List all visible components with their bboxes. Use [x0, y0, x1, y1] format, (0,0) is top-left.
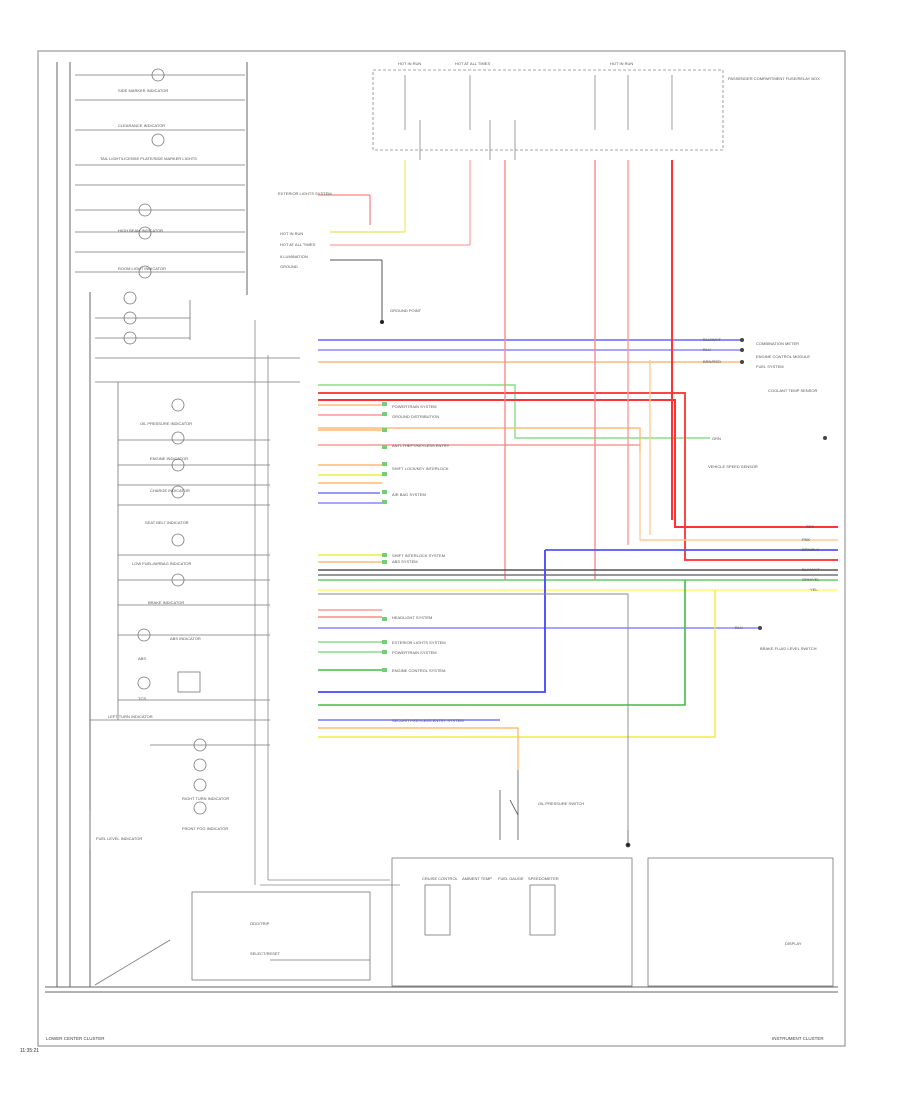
mid-system-2: ANTI-THEFT/KEYLESS ENTRY: [392, 443, 450, 448]
mid-system-1: GROUND DISTRIBUTION: [392, 414, 439, 419]
mid-system-8: EXTERIOR LIGHTS SYSTEM: [392, 640, 446, 645]
mid-system-11: SECURITY/KEYLESS ENTRY SYSTEM: [392, 718, 464, 723]
wire-code-10: BLU: [735, 625, 743, 630]
left-label-7: OIL PRESSURE INDICATOR: [140, 421, 192, 426]
right-label-0: COMBINATION METER: [756, 341, 799, 346]
wire-code-9: YEL: [810, 587, 818, 592]
mid-indicator-group: [95, 291, 300, 383]
wire-traces: [318, 160, 838, 830]
left-label-12: BRAKE INDICATOR: [148, 600, 184, 605]
left-label-2: TAIL LIGHT/LICENSE PLATE/SIDE MARKER LIG…: [100, 156, 197, 161]
left-label-0: SIDE MARKER INDICATOR: [118, 88, 168, 93]
fuse-label-2: HOT AT ALL TIMES: [455, 61, 490, 66]
pin-stubs: [318, 404, 382, 671]
box-label-3: CRUISE CONTROL: [422, 876, 459, 881]
fuse-label-1: HOT IN RUN: [398, 61, 421, 66]
wire-code-4: RED: [806, 524, 815, 529]
signal-label-hot-run: HOT IN RUN: [280, 231, 303, 236]
box-label-1: ODO/TRIP: [250, 921, 270, 926]
fuse-box: [372, 69, 724, 160]
footer-left: LOWER CENTER CLUSTER: [46, 1036, 105, 1041]
left-label-1: CLEARANCE INDICATOR: [118, 123, 165, 128]
right-label-5: BRAKE FLUID LEVEL SWITCH: [760, 646, 817, 651]
left-label-18: FRONT FOG INDICATOR: [182, 826, 228, 831]
left-label-14: ABS: [138, 656, 146, 661]
mid-system-4: AIR BAG SYSTEM: [392, 492, 426, 497]
left-label-10: SEAT BELT INDICATOR: [145, 520, 189, 525]
outer-frame: [37, 50, 846, 1047]
ground-point-label: GROUND POINT: [390, 308, 422, 313]
signal-block: [318, 160, 471, 322]
wire-code-7: BLK/WHT: [802, 567, 820, 572]
cluster-connector: [254, 320, 400, 886]
box-label-6: SPEEDOMETER: [528, 876, 559, 881]
mid-markers: [382, 402, 387, 672]
left-label-4: HIGH BEAM INDICATOR: [118, 228, 163, 233]
left-label-9: CHARGE INDICATOR: [150, 488, 190, 493]
left-label-8: ENGINE INDICATOR: [150, 456, 188, 461]
top-indicator-group: [75, 68, 245, 279]
box-label-2: SELECT/RESET: [250, 951, 281, 956]
signal-label-hot-all: HOT AT ALL TIMES: [280, 242, 315, 247]
junction-box-label: PASSENGER COMPARTMENT FUSE/RELAY BOX: [728, 76, 820, 81]
signal-label-ground: GROUND: [280, 264, 298, 269]
right-label-2: FUEL SYSTEM: [756, 364, 784, 369]
mid-system-9: POWERTRAIN SYSTEM: [392, 650, 437, 655]
left-label-6: ROOM LIGHT INDICATOR: [118, 266, 166, 271]
left-label-19: FUEL LEVEL INDICATOR: [96, 836, 142, 841]
signal-label-illum: ILLUMINATION: [280, 254, 308, 259]
box-label-4: AMBIENT TEMP: [462, 876, 492, 881]
box-label-5: FUEL GAUGE: [498, 876, 524, 881]
wire-code-1: BLU: [703, 347, 711, 352]
left-label-11: LOW FUEL/AIRBAG INDICATOR: [132, 561, 192, 566]
left-bus: [45, 62, 838, 993]
mid-system-3: SHIFT LOCK/KEY INTERLOCK: [392, 466, 449, 471]
right-label-4: VEHICLE SPEED SENSOR: [708, 464, 758, 469]
wire-code-5: PNK: [802, 537, 811, 542]
wire-code-6: BRN/BLK: [802, 547, 819, 552]
wire-code-2: BRN/RED: [703, 359, 721, 364]
mid-system-6: ABS SYSTEM: [392, 559, 418, 564]
wire-code-8: GRN/YEL: [802, 577, 820, 582]
right-label-1: ENGINE CONTROL MODULE: [756, 354, 810, 359]
left-label-17: RIGHT TURN INDICATOR: [182, 796, 229, 801]
left-label-15: TCS: [138, 696, 146, 701]
bottom-section: [94, 857, 834, 987]
corner-label: 11:35:21: [20, 1048, 39, 1054]
wire-code-0: BLU/WHT: [703, 337, 722, 342]
oil-switch-label: OIL PRESSURE SWITCH: [538, 801, 584, 806]
left-label-16: LEFT TURN INDICATOR: [108, 714, 153, 719]
oil-pressure-switch: [499, 770, 631, 848]
footer-right: INSTRUMENT CLUSTER: [772, 1036, 824, 1041]
mid-system-10: ENGINE CONTROL SYSTEM: [392, 668, 445, 673]
lower-indicator-group: [89, 382, 270, 850]
ground-dot: [380, 320, 384, 324]
wire-code-3: GRN: [712, 436, 721, 441]
right-connector-dots: [740, 338, 827, 630]
right-label-3: COOLANT TEMP SENSOR: [768, 388, 817, 393]
fuse-label-3: HOT IN RUN: [610, 61, 633, 66]
mid-system-5: SHIFT INTERLOCK SYSTEM: [392, 553, 445, 558]
box-label-7: DISPLAY: [785, 941, 802, 946]
mid-system-0: POWERTRAIN SYSTEM: [392, 404, 437, 409]
signal-label-exterior: EXTERIOR LIGHTS SYSTEM: [278, 191, 332, 196]
mid-system-7: HEADLIGHT SYSTEM: [392, 615, 432, 620]
left-label-13: ABS INDICATOR: [170, 636, 201, 641]
